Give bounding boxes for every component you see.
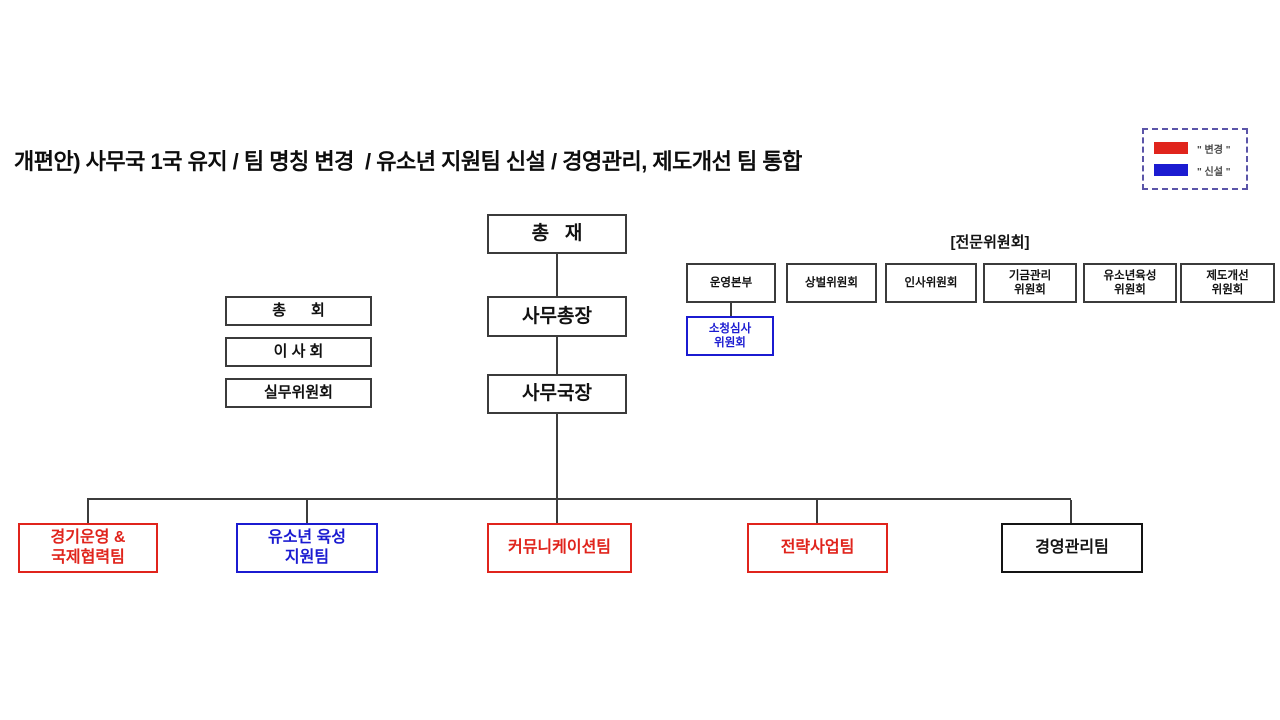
chairman-box: 총 재 bbox=[487, 214, 627, 254]
committee-rewards-discipline-box: 상벌위원회 bbox=[786, 263, 877, 303]
connector-line bbox=[816, 500, 818, 523]
bureau-chief-box: 사무국장 bbox=[487, 374, 627, 414]
board-of-directors-box: 이 사 회 bbox=[225, 337, 372, 367]
connector-line bbox=[730, 302, 732, 316]
committee-personnel-box: 인사위원회 bbox=[885, 263, 977, 303]
general-assembly-box: 총 회 bbox=[225, 296, 372, 326]
secretary-general-box: 사무총장 bbox=[487, 296, 627, 337]
new-color-swatch bbox=[1154, 164, 1188, 176]
committee-operations-hq-box: 운영본부 bbox=[686, 263, 776, 303]
working-committee-box: 실무위원회 bbox=[225, 378, 372, 408]
legend-row-new: " 신설 " bbox=[1154, 163, 1236, 178]
legend-new-label: " 신설 " bbox=[1197, 166, 1231, 178]
committee-youth-development-box: 유소년육성 위원회 bbox=[1083, 263, 1177, 303]
connector-line bbox=[306, 500, 308, 523]
legend-row-changed: " 변경 " bbox=[1154, 141, 1236, 156]
connector-line bbox=[556, 254, 558, 296]
connector-line bbox=[87, 498, 1071, 500]
team-strategy-box: 전략사업팀 bbox=[747, 523, 888, 573]
connector-line bbox=[1070, 500, 1072, 523]
connector-line bbox=[556, 414, 558, 498]
connector-line bbox=[556, 500, 558, 523]
legend-changed-label: " 변경 " bbox=[1197, 144, 1231, 156]
page-title: 개편안) 사무국 1국 유지 / 팀 명칭 변경 / 유소년 지원팀 신설 / … bbox=[14, 149, 802, 174]
changed-color-swatch bbox=[1154, 142, 1188, 154]
team-youth-support-box: 유소년 육성 지원팀 bbox=[236, 523, 378, 573]
team-communication-box: 커뮤니케이션팀 bbox=[487, 523, 632, 573]
team-management-box: 경영관리팀 bbox=[1001, 523, 1143, 573]
appeal-review-committee-box: 소청심사 위원회 bbox=[686, 316, 774, 356]
connector-line bbox=[87, 500, 89, 523]
committee-system-improvement-box: 제도개선 위원회 bbox=[1180, 263, 1275, 303]
team-competition-intl-box: 경기운영 & 국제협력팀 bbox=[18, 523, 158, 573]
expert-committee-header: [전문위원회] bbox=[950, 234, 1030, 251]
legend: " 변경 " " 신설 " bbox=[1142, 128, 1248, 190]
connector-line bbox=[556, 337, 558, 374]
committee-fund-management-box: 기금관리 위원회 bbox=[983, 263, 1077, 303]
